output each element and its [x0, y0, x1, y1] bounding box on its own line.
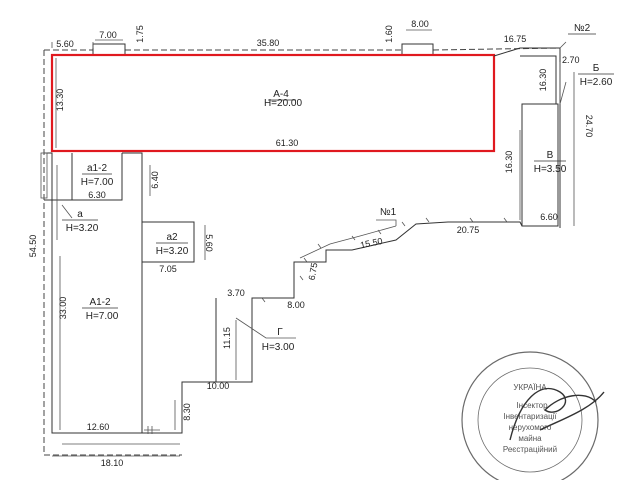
building-a4-height: Н=20.00 — [264, 98, 303, 109]
room-v-name: В — [547, 150, 554, 161]
dim-fence-6-75: 6.75 — [307, 262, 320, 281]
dim-a2-5-60: 5.60 — [204, 234, 214, 252]
room-A12-height: Н=7.00 — [86, 311, 119, 322]
dim-a12-6-30: 6.30 — [88, 190, 106, 200]
dim-bottom-8-30: 8.30 — [182, 403, 192, 421]
room-b-name: Б — [593, 63, 600, 74]
fence-2-label: №2 — [574, 23, 591, 34]
dim-top-7-00: 7.00 — [99, 30, 117, 40]
dim-g-3-70: 3.70 — [227, 288, 245, 298]
stamp-outer-ring — [461, 351, 599, 480]
dim-top-35-80: 35.80 — [257, 38, 280, 48]
annex-b-outline — [493, 47, 561, 228]
dim-right-24-70: 24.70 — [584, 115, 594, 138]
dim-left-54-50: 54.50 — [28, 235, 38, 258]
room-a2-height: Н=3.20 — [156, 246, 189, 257]
room-a-entry — [40, 152, 48, 199]
top-bump-right — [401, 43, 434, 55]
dim-fence-20-75: 20.75 — [457, 225, 480, 235]
fence-1-line — [299, 225, 397, 259]
bottom-entry-marks — [144, 426, 160, 434]
dim-right-16-30-v: 16.30 — [504, 151, 514, 174]
dim-right-2-70: 2.70 — [562, 55, 580, 65]
dim-left-33-00: 33.00 — [58, 297, 68, 320]
building-a4-interior-dim: 61.30 — [276, 138, 299, 148]
fence-1-label: №1 — [380, 207, 397, 218]
top-bump-left — [92, 43, 126, 55]
dim-bottom-18-10: 18.10 — [101, 458, 124, 468]
building-a4-frame — [50, 53, 496, 153]
dim-bottom-10-00: 10.00 — [207, 381, 230, 391]
dim-top-1-75: 1.75 — [135, 25, 145, 43]
room-a-name: а — [77, 209, 83, 220]
dim-bottom-12-60: 12.60 — [87, 422, 110, 432]
room-a12-small-outline — [71, 152, 143, 201]
fence-ticks — [261, 217, 508, 303]
stamp-inner-ring — [477, 367, 583, 473]
dim-top-5-60: 5.60 — [56, 39, 74, 49]
room-a12-small-name: а1-2 — [87, 163, 107, 174]
dimension-lines — [51, 42, 575, 445]
dim-a2-7-05: 7.05 — [159, 264, 177, 274]
room-b-height: Н=2.60 — [580, 77, 613, 88]
leader-lines — [61, 41, 567, 339]
dim-top-16-75: 16.75 — [504, 34, 527, 44]
room-g-name: Г — [277, 327, 283, 338]
room-a-height: Н=3.20 — [66, 223, 99, 234]
stamp-line-3: нерухомого — [509, 423, 552, 432]
room-a12-small-height: Н=7.00 — [81, 177, 114, 188]
lower-steps-outline — [142, 221, 523, 434]
room-a2-name: а2 — [166, 232, 178, 243]
building-a4-name: А-4 — [273, 89, 289, 100]
dim-a12-6-40: 6.40 — [150, 171, 160, 189]
dim-fence-15-50: 15.50 — [359, 236, 383, 250]
room-A12-name: А1-2 — [89, 297, 111, 308]
building-a4-left-dim: 13.30 — [55, 89, 65, 112]
dim-fence-8-00: 8.00 — [287, 300, 305, 310]
stamp-signature — [509, 387, 605, 441]
stamp-line-4: майна — [518, 434, 542, 443]
dim-g-11-15: 11.15 — [222, 327, 232, 349]
dim-right-6-60: 6.60 — [540, 212, 558, 222]
room-v-height: Н=3.50 — [534, 164, 567, 175]
room-a-outline — [44, 152, 72, 201]
site-boundary — [43, 47, 561, 456]
dim-right-16-30-b: 16.30 — [538, 69, 548, 92]
room-v-outline — [521, 103, 559, 227]
stamp-line-5: Реєстраційний — [503, 445, 557, 454]
stamp-line-2: Інвентаризації — [503, 412, 557, 421]
stamp-line-1: Інсектор — [516, 401, 548, 410]
stamp-ring-text: УКРАЇНА — [513, 383, 547, 392]
room-a12-outline — [51, 200, 143, 434]
room-g-height: Н=3.00 — [262, 342, 295, 353]
dim-top-8-00: 8.00 — [411, 19, 429, 29]
dim-top-1-60: 1.60 — [384, 25, 394, 43]
official-stamp: УКРАЇНА Інсектор Інвентаризації нерухомо… — [461, 351, 605, 480]
